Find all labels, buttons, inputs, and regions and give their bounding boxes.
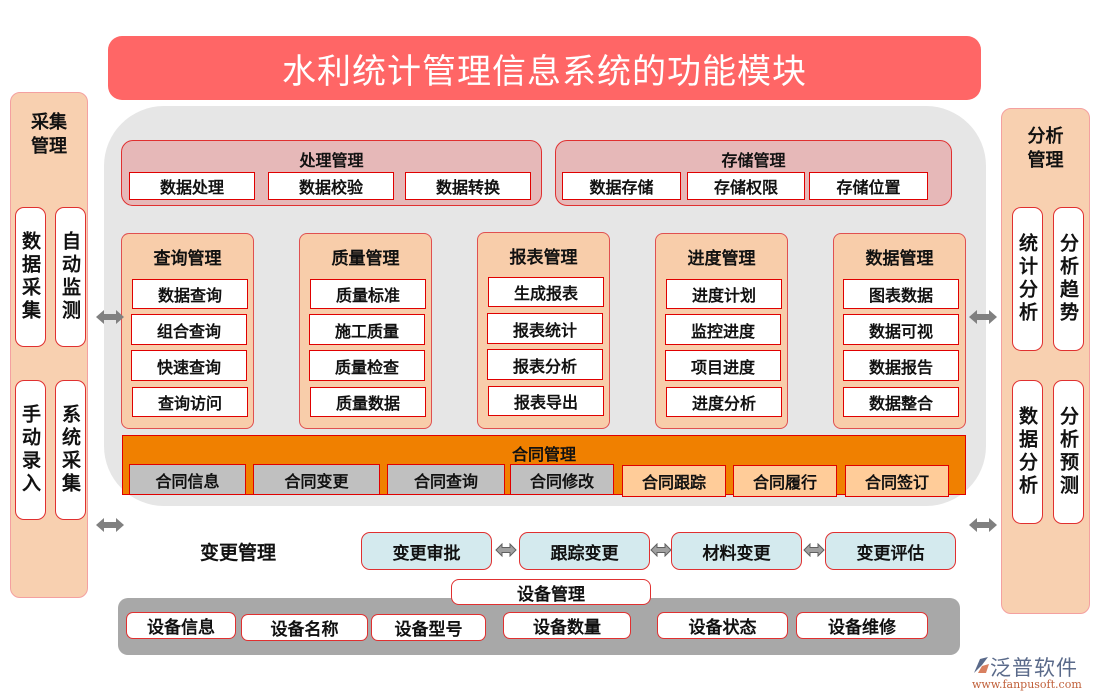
logo-name: 泛普软件 [990,656,1078,680]
contract-title: 合同管理 [511,445,576,464]
diagram-title-banner: 水利统计管理信息系统的功能模块 [108,36,981,100]
right-item-label: 数据分析 [1016,406,1038,498]
item-storage-location[interactable]: 存储位置 [809,172,928,200]
item-data-report[interactable]: 数据报告 [843,350,959,381]
item-combined-query[interactable]: 组合查询 [131,314,247,345]
double-arrow-icon [803,543,825,557]
item-data-processing[interactable]: 数据处理 [129,172,255,200]
right-item-label: 统计分析 [1016,233,1038,325]
double-arrow-icon [96,310,124,324]
item-generate-report[interactable]: 生成报表 [488,277,604,307]
group-title: 数据管理 [865,249,934,269]
item-query-access[interactable]: 查询访问 [132,387,248,417]
left-item-manual-entry[interactable]: 手动录入 [15,380,46,520]
left-panel-collection-management: 采集 管理 数据采集 自动监测 手动录入 系统采集 [10,92,88,598]
right-panel-title-line-2: 管理 [1027,150,1064,171]
item-data-storage[interactable]: 数据存储 [562,172,681,200]
left-item-label: 数据采集 [19,231,41,323]
group-progress-management: 进度管理 进度计划 监控进度 项目进度 进度分析 [655,233,788,429]
logo-url: www.fanpusoft.com [972,678,1082,691]
right-item-label: 分析趋势 [1057,233,1079,325]
change-item-tracking[interactable]: 跟踪变更 [519,532,650,570]
group-title: 质量管理 [331,249,400,269]
item-storage-permission[interactable]: 存储权限 [687,172,805,200]
group-storage-management: 存储管理 数据存储 存储权限 存储位置 [555,140,952,206]
group-title: 报表管理 [509,248,578,268]
item-quick-query[interactable]: 快速查询 [131,350,247,381]
change-item-approval[interactable]: 变更审批 [361,532,492,570]
item-quality-inspection[interactable]: 质量检查 [309,350,425,381]
fanpu-logo[interactable]: 泛普软件 www.fanpusoft.com [972,652,1092,696]
equipment-item-maintenance[interactable]: 设备维修 [796,612,928,639]
item-data-validation[interactable]: 数据校验 [268,172,394,200]
right-panel-title: 分析 管理 [1002,125,1089,173]
left-item-data-collection[interactable]: 数据采集 [15,207,46,347]
item-monitor-progress[interactable]: 监控进度 [665,314,781,345]
equipment-item-name[interactable]: 设备名称 [241,614,368,641]
group-query-management: 查询管理 数据查询 组合查询 快速查询 查询访问 [121,233,254,429]
contract-item-query[interactable]: 合同查询 [387,464,505,495]
item-construction-quality[interactable]: 施工质量 [309,314,425,345]
change-management-label: 变更管理 [200,542,277,564]
item-quality-standard[interactable]: 质量标准 [310,279,426,309]
left-item-label: 自动监测 [59,231,81,323]
contract-item-performance[interactable]: 合同履行 [733,465,837,497]
left-panel-title: 采集 管理 [11,111,87,159]
item-report-export[interactable]: 报表导出 [488,386,604,416]
group-equipment-management: 设备信息 设备名称 设备型号 设备数量 设备状态 设备维修 [118,598,960,655]
equipment-item-quantity[interactable]: 设备数量 [503,612,631,639]
item-report-statistics[interactable]: 报表统计 [487,313,603,344]
right-item-data-analysis[interactable]: 数据分析 [1012,380,1043,524]
equipment-item-info[interactable]: 设备信息 [126,612,236,639]
equipment-item-status[interactable]: 设备状态 [657,612,788,639]
group-processing-management: 处理管理 数据处理 数据校验 数据转换 [121,140,542,206]
contract-item-modify[interactable]: 合同修改 [510,464,614,495]
item-data-visualization[interactable]: 数据可视 [843,314,959,345]
group-quality-management: 质量管理 质量标准 施工质量 质量检查 质量数据 [299,233,432,429]
double-arrow-icon [650,543,672,557]
fanpu-logo-mark-icon [974,657,989,673]
contract-item-tracking[interactable]: 合同跟踪 [622,465,726,497]
equipment-item-model[interactable]: 设备型号 [371,614,486,641]
right-panel-analysis-management: 分析 管理 统计分析 分析趋势 数据分析 分析预测 [1001,108,1090,614]
double-arrow-icon [969,310,997,324]
right-item-statistical-analysis[interactable]: 统计分析 [1012,207,1043,351]
contract-item-change[interactable]: 合同变更 [253,464,380,495]
item-chart-data[interactable]: 图表数据 [843,279,959,309]
right-item-analysis-forecast[interactable]: 分析预测 [1053,380,1084,524]
left-panel-title-line-1: 采集 [31,112,67,133]
left-item-label: 手动录入 [19,404,41,496]
item-project-progress[interactable]: 项目进度 [665,350,781,381]
group-report-management: 报表管理 生成报表 报表统计 报表分析 报表导出 [477,232,610,429]
item-report-analysis[interactable]: 报表分析 [487,349,603,380]
double-arrow-icon [495,543,517,557]
right-item-label: 分析预测 [1057,406,1079,498]
double-arrow-icon [969,518,997,532]
group-title: 存储管理 [721,151,786,170]
contract-item-info[interactable]: 合同信息 [129,464,246,495]
group-title: 处理管理 [299,151,364,170]
group-contract-management: 合同管理 合同信息 合同变更 合同查询 合同修改 合同跟踪 合同履行 合同签订 [122,435,966,497]
item-data-query[interactable]: 数据查询 [132,279,248,309]
left-item-auto-monitoring[interactable]: 自动监测 [55,207,86,347]
right-panel-title-line-1: 分析 [1027,126,1064,147]
left-item-system-collection[interactable]: 系统采集 [55,380,86,520]
group-title: 进度管理 [687,249,756,269]
item-progress-analysis[interactable]: 进度分析 [666,387,782,417]
item-progress-plan[interactable]: 进度计划 [666,279,782,309]
right-item-trend-analysis[interactable]: 分析趋势 [1053,207,1084,351]
change-item-material[interactable]: 材料变更 [671,532,802,570]
left-item-label: 系统采集 [59,404,81,496]
left-panel-title-line-2: 管理 [31,136,67,157]
item-data-conversion[interactable]: 数据转换 [405,172,531,200]
item-quality-data[interactable]: 质量数据 [310,387,426,417]
contract-item-signing[interactable]: 合同签订 [845,465,949,497]
item-data-integration[interactable]: 数据整合 [843,387,959,417]
diagram-title: 水利统计管理信息系统的功能模块 [282,51,807,92]
group-title: 查询管理 [153,249,222,269]
group-data-management: 数据管理 图表数据 数据可视 数据报告 数据整合 [833,233,966,429]
change-item-evaluation[interactable]: 变更评估 [825,532,956,570]
double-arrow-icon [96,518,124,532]
equipment-management-title: 设备管理 [451,579,651,605]
